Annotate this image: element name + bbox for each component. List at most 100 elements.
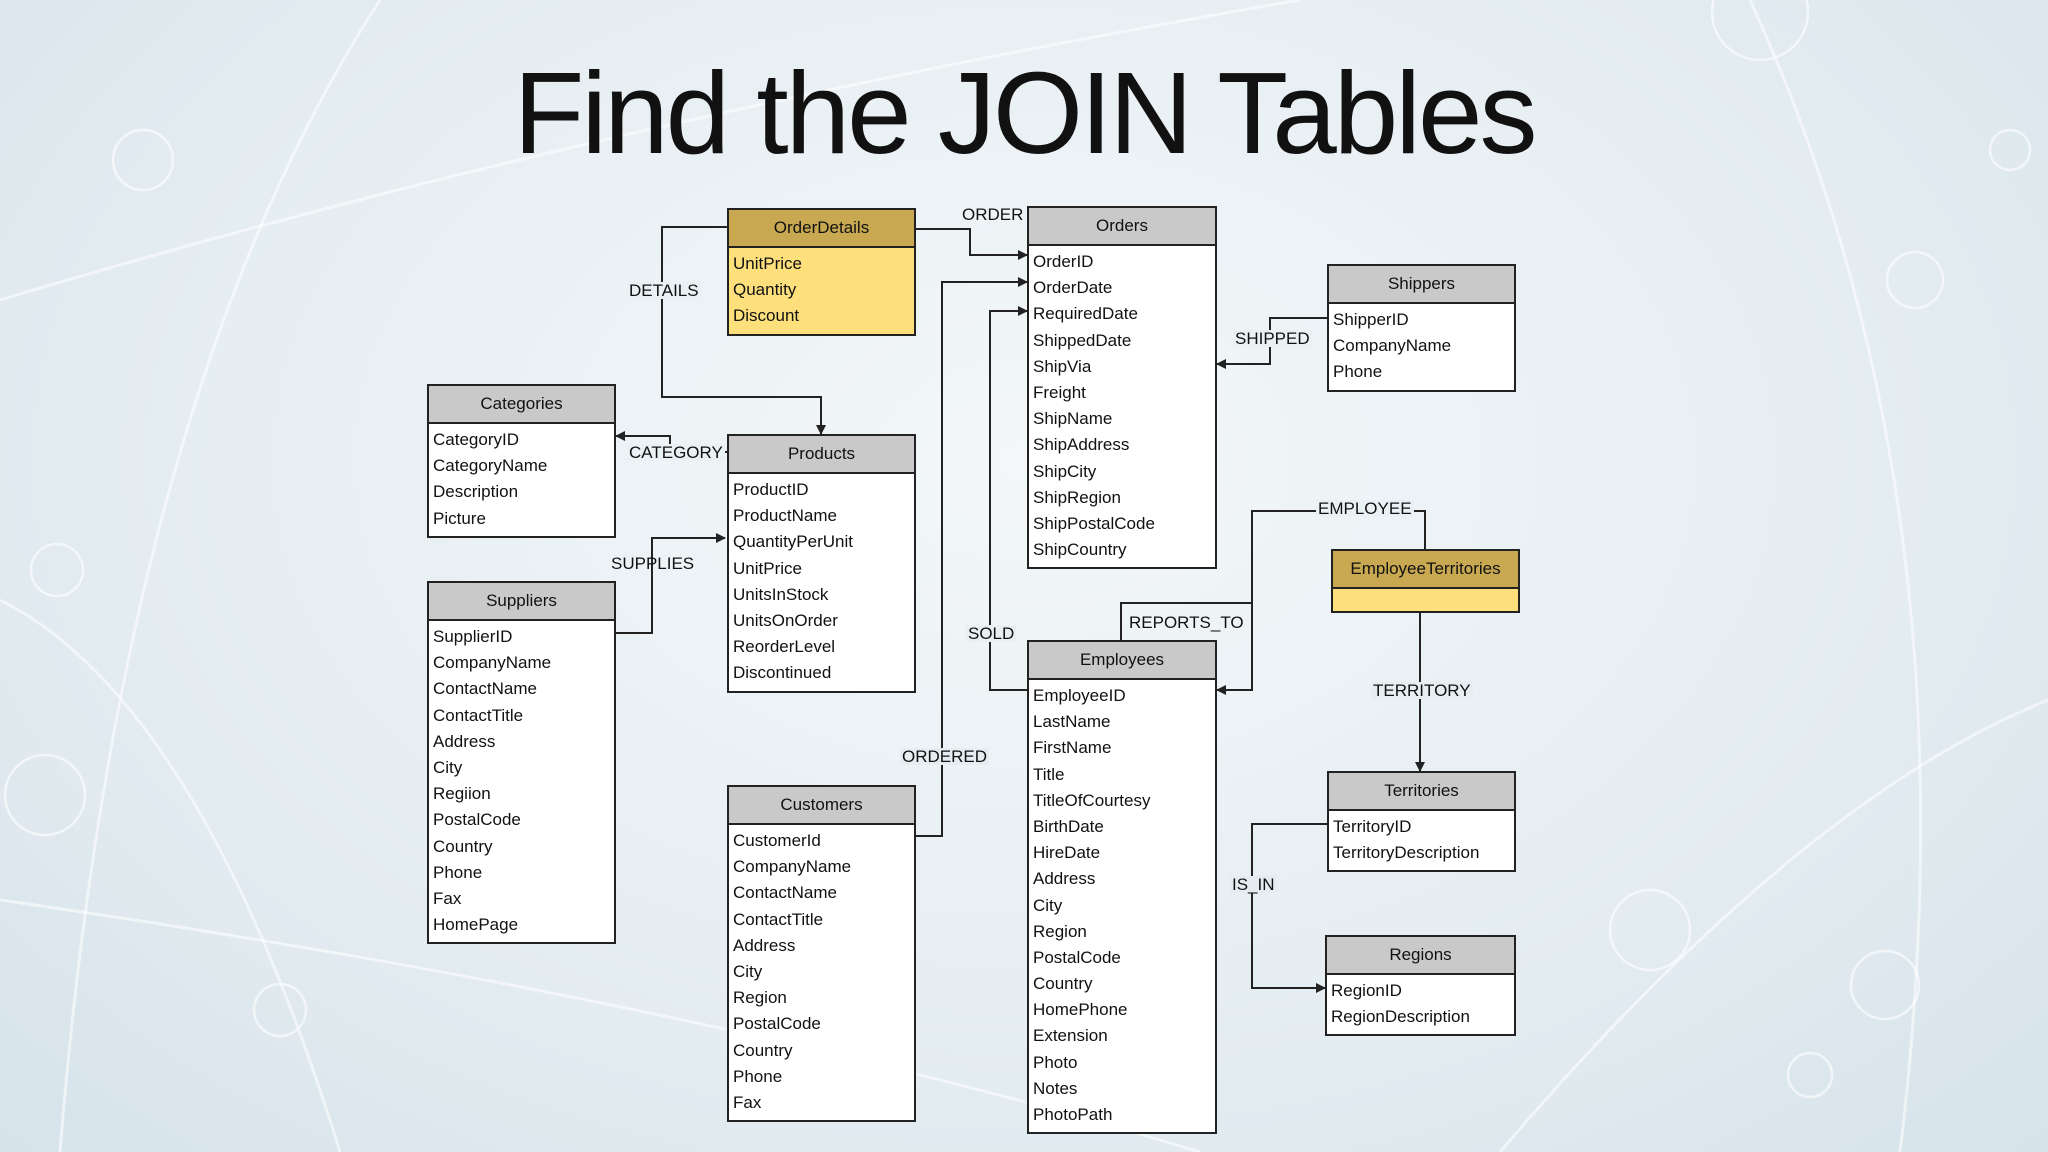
entity-field: City	[433, 757, 463, 777]
entity-header: EmployeeTerritories	[1333, 551, 1518, 589]
entity-field: CategoryID	[433, 430, 519, 449]
entity-field: HireDate	[1033, 843, 1101, 863]
entity-field: ProductName	[733, 506, 837, 526]
rel-label-employee: EMPLOYEE	[1316, 499, 1414, 518]
entity-field: Description	[433, 482, 519, 502]
rel-label-is-in: IS_IN	[1230, 875, 1277, 894]
entity-field: CategoryName	[433, 456, 548, 476]
entity-field: ContactName	[433, 679, 537, 699]
entity-field: ShipCity	[1033, 461, 1097, 481]
entity-field: ShipPostalCode	[1033, 513, 1155, 533]
entity-field-list: RegionID RegionDescription	[1327, 975, 1514, 1034]
entity-field: Address	[733, 935, 796, 955]
connector-sold	[989, 306, 1028, 691]
entity-field: CompanyName	[1333, 336, 1452, 356]
entity-header: Orders	[1029, 208, 1215, 246]
entity-field: ShippedDate	[1033, 330, 1132, 350]
entity-field: UnitsInStock	[733, 584, 829, 604]
entity-field: HomePhone	[1033, 1000, 1128, 1020]
entity-field: ShipRegion	[1033, 487, 1121, 507]
entity-field: CompanyName	[733, 857, 852, 877]
entity-field: RegionID	[1331, 981, 1402, 1000]
entity-field: SupplierID	[433, 627, 513, 646]
connector-supplies	[616, 533, 726, 634]
entity-field: Quantity	[733, 280, 797, 300]
entity-field: ShipAddress	[1033, 435, 1130, 455]
entity-field: RequiredDate	[1033, 304, 1138, 324]
connector-details	[661, 226, 826, 435]
entity-header: OrderDetails	[729, 210, 914, 248]
rel-label-shipped: SHIPPED	[1233, 329, 1312, 348]
entity-field: ShipCountry	[1033, 540, 1127, 560]
entity-field: Extension	[1033, 1026, 1108, 1046]
entity-header: Products	[729, 436, 914, 474]
entity-field: ContactTitle	[733, 909, 824, 929]
entity-field: Country	[733, 1040, 793, 1060]
entity-field: Photo	[1033, 1052, 1078, 1072]
entity-field: LastName	[1033, 712, 1111, 732]
connector-is-in	[1251, 823, 1327, 993]
entity-field: Title	[1033, 764, 1065, 784]
entity-field: ShipVia	[1033, 356, 1092, 376]
entity-field: Phone	[733, 1066, 783, 1086]
entity-field: HomePage	[433, 915, 519, 935]
entity-field: Address	[433, 731, 496, 751]
rel-label-details: DETAILS	[627, 281, 701, 300]
entity-field: Country	[433, 836, 493, 856]
rel-label-reports-to: REPORTS_TO	[1129, 613, 1244, 632]
entity-field: PostalCode	[1033, 947, 1121, 967]
entity-field: UnitPrice	[733, 254, 802, 273]
rel-label-category: CATEGORY	[627, 443, 725, 462]
entity-field: BirthDate	[1033, 816, 1104, 836]
entity-field: PhotoPath	[1033, 1105, 1113, 1124]
entity-field: Region	[1033, 921, 1087, 941]
rel-label-sold: SOLD	[966, 624, 1017, 643]
entity-field: CompanyName	[433, 653, 552, 673]
entity-field: Discount	[733, 306, 800, 326]
entity-field: Regiion	[433, 784, 491, 804]
entity-field: ProductID	[733, 480, 809, 499]
entity-header: Shippers	[1329, 266, 1514, 304]
rel-label-order: ORDER	[962, 205, 1024, 224]
entity-field: RegionDescription	[1331, 1007, 1470, 1027]
entity-field: ContactTitle	[433, 705, 524, 725]
entity-header: Territories	[1329, 773, 1514, 811]
entity-field: EmployeeID	[1033, 686, 1126, 705]
entity-field: Picture	[433, 508, 486, 528]
entity-field: PostalCode	[733, 1014, 821, 1034]
entity-header: Suppliers	[429, 583, 614, 621]
entity-header: Regions	[1327, 937, 1514, 975]
entity-field-list	[1333, 589, 1518, 611]
entity-field: Phone	[1333, 362, 1383, 382]
entity-field: Country	[1033, 974, 1093, 994]
entity-field: ShipName	[1033, 409, 1113, 429]
entity-field: Freight	[1033, 382, 1086, 402]
entity-header: Employees	[1029, 642, 1215, 680]
entity-field: ShipperID	[1333, 310, 1409, 329]
connector-ordered	[916, 277, 1028, 837]
rel-label-territory: TERRITORY	[1371, 681, 1473, 700]
entity-field: TerritoryID	[1333, 817, 1412, 836]
entity-field: UnitPrice	[733, 558, 802, 578]
entity-field: ReorderLevel	[733, 637, 836, 657]
entity-field: CustomerId	[733, 831, 821, 850]
entity-field: QuantityPerUnit	[733, 532, 853, 552]
rel-label-supplies: SUPPLIES	[611, 554, 695, 573]
